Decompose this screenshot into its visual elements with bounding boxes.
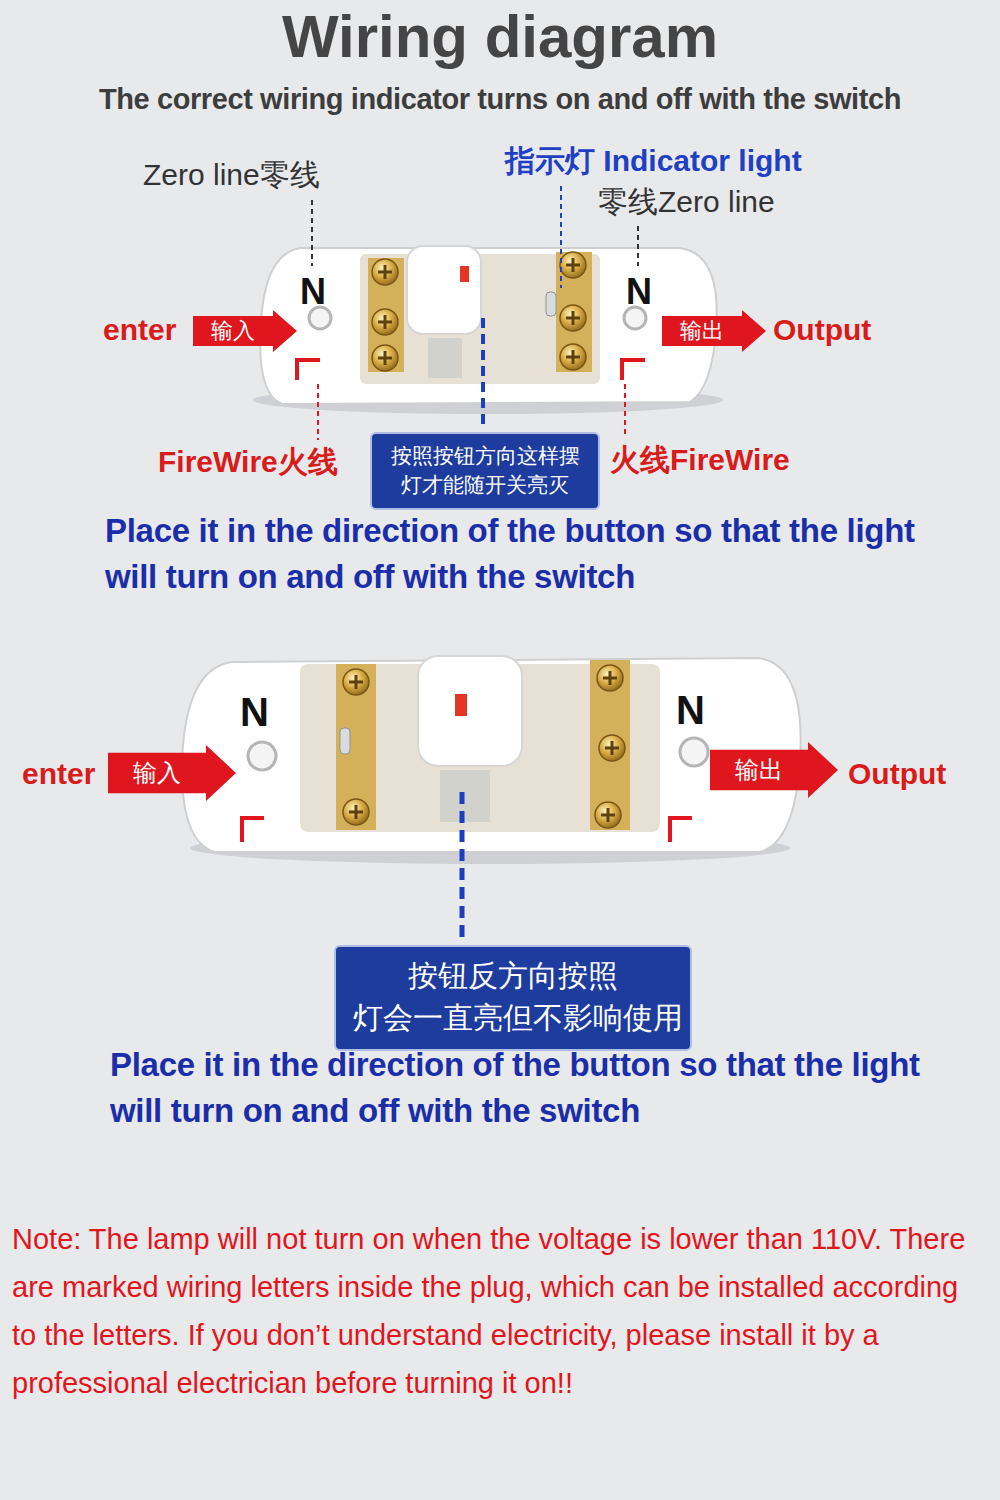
node-text: 输入 — [211, 310, 255, 352]
switch-top-part — [372, 345, 398, 371]
switch-top — [253, 246, 723, 414]
switch-bottom-part — [460, 792, 465, 940]
subtitle: The correct wiring indicator turns on an… — [0, 82, 1000, 117]
note-text: Note: The lamp will not turn on when the… — [12, 1215, 988, 1407]
switch-top-part — [560, 305, 586, 331]
arrow-tag: 输出 — [662, 310, 766, 352]
switch-bottom-part — [440, 770, 490, 822]
switch-bottom-part — [242, 818, 264, 842]
terminal-letter: N — [676, 686, 705, 734]
terminal-letter: N — [300, 270, 326, 313]
node-text: 按照按钮方向这样摆 灯才能随开关亮灭 — [385, 441, 585, 499]
switch-top-part — [460, 266, 469, 282]
note-box: 按照按钮方向这样摆 灯才能随开关亮灭 — [370, 432, 600, 510]
switch-bottom-part — [595, 802, 621, 828]
switch-bottom-part — [418, 656, 522, 766]
switch-bottom-part — [336, 664, 376, 830]
switch-top-part — [622, 360, 645, 380]
node-text: 输出 — [735, 742, 783, 798]
switch-top-part — [407, 246, 481, 334]
terminal-letter: N — [626, 270, 652, 313]
leader-lines-top-part — [560, 186, 562, 288]
indicator-label: 指示灯 Indicator light — [505, 143, 802, 179]
switch-top-part — [372, 259, 398, 285]
zero-line-label: Zero line零线 — [143, 157, 320, 193]
arrow-fill — [193, 310, 297, 352]
arrow-fill — [108, 745, 236, 801]
arrow-tag: 输入 — [108, 745, 236, 801]
switch-top-part — [560, 252, 586, 278]
node-text: 输出 — [680, 310, 724, 352]
terminal-letter: N — [240, 688, 269, 736]
output-label: Output — [848, 756, 946, 792]
input-label: enter — [103, 312, 176, 348]
switch-bottom-part — [680, 738, 708, 766]
switch-bottom-part — [597, 665, 623, 691]
zero-line-label: 零线Zero line — [598, 184, 775, 220]
instruction-text: Place it in the direction of the button … — [110, 1042, 980, 1134]
arrow-fill — [710, 742, 838, 798]
switch-top-part — [368, 258, 404, 372]
switch-bottom-part — [343, 669, 369, 695]
switch-bottom-part — [340, 728, 350, 754]
switch-bottom-part — [455, 694, 467, 716]
leader-lines-top-part — [624, 384, 626, 438]
switch-top-part — [428, 338, 462, 378]
instruction-text: Place it in the direction of the button … — [105, 508, 975, 600]
output-label: Output — [773, 312, 871, 348]
node-text: 输入 — [133, 745, 181, 801]
switch-top-part — [297, 360, 320, 380]
arrow-tag: 输入 — [193, 310, 297, 352]
switch-bottom-part — [590, 660, 630, 830]
switch-bottom — [182, 656, 801, 940]
switch-bottom-part — [670, 818, 692, 842]
switch-top-part — [560, 344, 586, 370]
switch-bottom-part — [248, 742, 276, 770]
switch-top-part — [260, 248, 717, 404]
leader-lines-top-part — [637, 226, 639, 266]
switch-top-part — [546, 292, 556, 316]
live-wire-label: 火线FireWire — [610, 442, 790, 478]
switch-bottom-part — [343, 799, 369, 825]
arrow-fill — [662, 310, 766, 352]
leader-lines-top-part — [311, 200, 313, 266]
switch-bottom-part — [599, 735, 625, 761]
arrow-tag: 输出 — [710, 742, 838, 798]
note-box: 按钮反方向按照 灯会一直亮但不影响使用 — [334, 945, 692, 1051]
switch-top-part — [372, 309, 398, 335]
leader-lines-top-part — [317, 384, 319, 440]
node-text: 按钮反方向按照 灯会一直亮但不影响使用 — [353, 955, 673, 1039]
live-wire-label: FireWire火线 — [158, 444, 338, 480]
input-label: enter — [22, 756, 95, 792]
title: Wiring diagram — [0, 2, 1000, 72]
leader-lines-top — [312, 186, 638, 440]
leader-lines-top-part — [481, 318, 485, 428]
